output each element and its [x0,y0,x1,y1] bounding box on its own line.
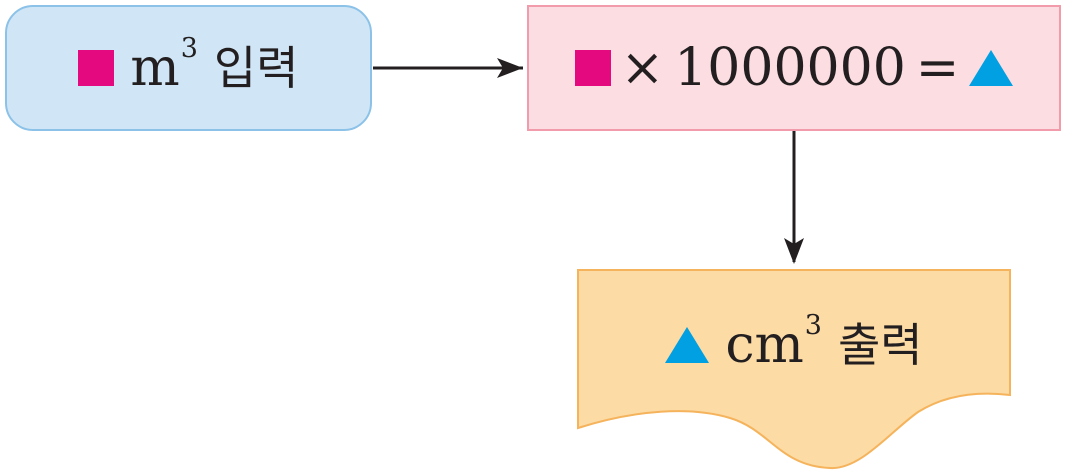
process-box: × 1000000 = [527,5,1061,131]
square-icon [574,50,611,86]
input-action: 입력 [213,41,299,95]
output-exponent: 3 [804,309,822,341]
conversion-factor: 1000000 [674,38,906,98]
equals-sign: = [915,38,960,98]
square-icon [78,50,115,86]
output-document-shape [577,269,1011,470]
multiply-operator: × [620,38,665,98]
arrow-down-head [784,238,804,264]
triangle-icon [969,50,1014,86]
triangle-icon [665,327,710,363]
output-unit: cm [725,315,804,375]
input-exponent: 3 [180,32,198,64]
arrow-right-head [497,58,523,78]
output-action: 출력 [837,318,923,372]
process-formula: × 1000000 = [574,38,1014,98]
input-unit: m [130,38,180,98]
